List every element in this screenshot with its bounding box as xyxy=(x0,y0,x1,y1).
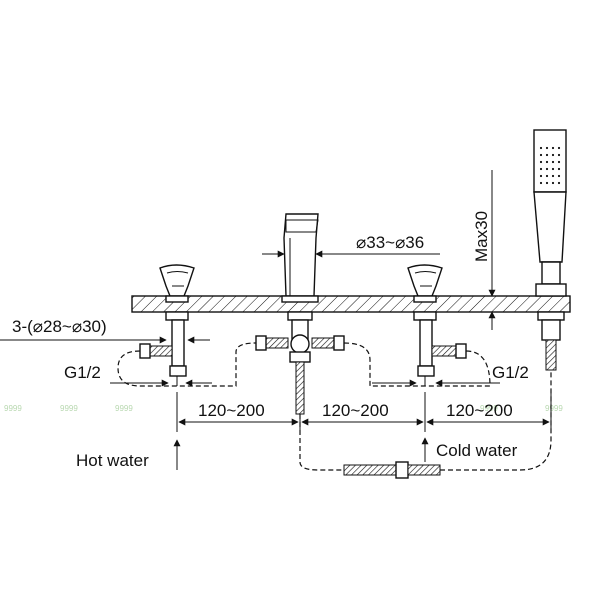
spacing-label-2: 120~200 xyxy=(322,401,389,420)
spacing-label-1: 120~200 xyxy=(198,401,265,420)
spout-diameter-label: ⌀33~⌀36 xyxy=(356,233,424,252)
watermark-text: 9999 xyxy=(60,404,78,413)
watermark-text: 9999 xyxy=(4,404,22,413)
spout xyxy=(255,213,345,415)
watermark-text: 9999 xyxy=(115,404,133,413)
spacing-label-3: 120~200 xyxy=(446,401,513,420)
watermark-row: 9999 9999 9999 9999 9999 xyxy=(4,404,563,413)
watermark-text: 9999 xyxy=(545,404,563,413)
deck-surface xyxy=(131,295,571,313)
hole-diameter-label: 3-(⌀28~⌀30) xyxy=(12,317,107,336)
cold-water-valve xyxy=(407,264,467,386)
connecting-hoses xyxy=(117,342,552,479)
watermark-text: 9999 xyxy=(480,404,498,413)
thread-size-right-label: G1/2 xyxy=(492,363,529,382)
thread-size-left-label: G1/2 xyxy=(64,363,101,382)
hand-shower xyxy=(533,129,567,371)
hot-water-valve xyxy=(139,264,195,386)
cold-water-label: Cold water xyxy=(436,441,518,460)
max-thickness-label: Max30 xyxy=(472,211,491,262)
dimension-lines xyxy=(0,170,552,470)
hot-water-label: Hot water xyxy=(76,451,149,470)
